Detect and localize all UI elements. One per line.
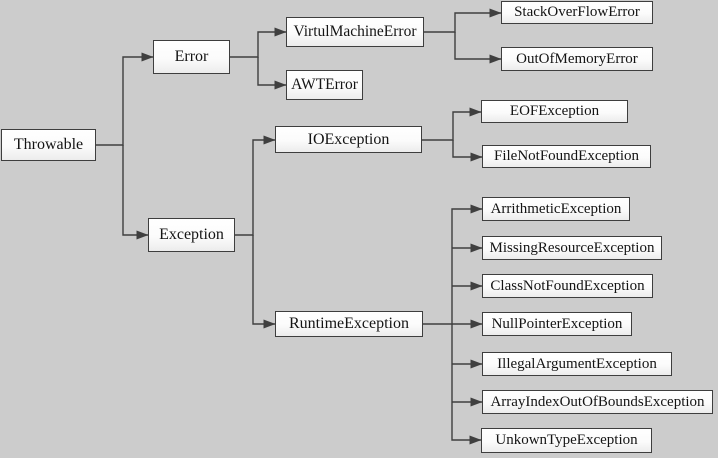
edge-exception-runtimeexception <box>252 235 276 329</box>
edge-ioexception-eofexception <box>422 107 482 141</box>
edge-exception-ioexception <box>235 135 276 236</box>
node-array-index-out-of-bounds-exception: ArrayIndexOutOfBoundsException <box>482 390 713 414</box>
edge-throwable-error <box>96 52 154 146</box>
edge-runtime-arithmetic <box>423 204 483 325</box>
node-virtual-machine-error: VirtulMachineError <box>286 17 424 47</box>
node-illegal-argument-exception: IllegalArgumentException <box>482 352 672 376</box>
edge-error-awterror <box>257 57 287 90</box>
node-out-of-memory-error: OutOfMemoryError <box>501 47 653 71</box>
node-stack-overflow-error: StackOverFlowError <box>501 1 653 24</box>
edge-throwable-exception <box>122 145 149 240</box>
node-missing-resource-exception: MissingResourceException <box>482 236 662 260</box>
node-throwable: Throwable <box>1 129 96 161</box>
edge-runtime-unknowntype <box>451 324 482 445</box>
edge-error-virtualmachineerror <box>230 27 287 58</box>
node-null-pointer-exception: NullPointerException <box>482 312 632 336</box>
node-runtime-exception: RuntimeException <box>275 311 423 337</box>
node-exception: Exception <box>148 218 235 252</box>
node-file-not-found-exception: FileNotFoundException <box>482 145 651 168</box>
edge-vme-stackoverflowerror <box>424 8 502 33</box>
node-eof-exception: EOFException <box>481 100 628 123</box>
node-error: Error <box>153 40 230 74</box>
edge-ioexception-filenotfound <box>452 140 483 162</box>
node-awt-error: AWTError <box>286 70 363 100</box>
node-io-exception: IOException <box>275 126 422 153</box>
node-class-not-found-exception: ClassNotFoundException <box>482 274 653 298</box>
node-unknown-type-exception: UnkownTypeException <box>481 428 652 453</box>
edge-vme-outofmemoryerror <box>454 32 502 64</box>
node-arithmetic-exception: ArrithmeticException <box>482 197 630 221</box>
